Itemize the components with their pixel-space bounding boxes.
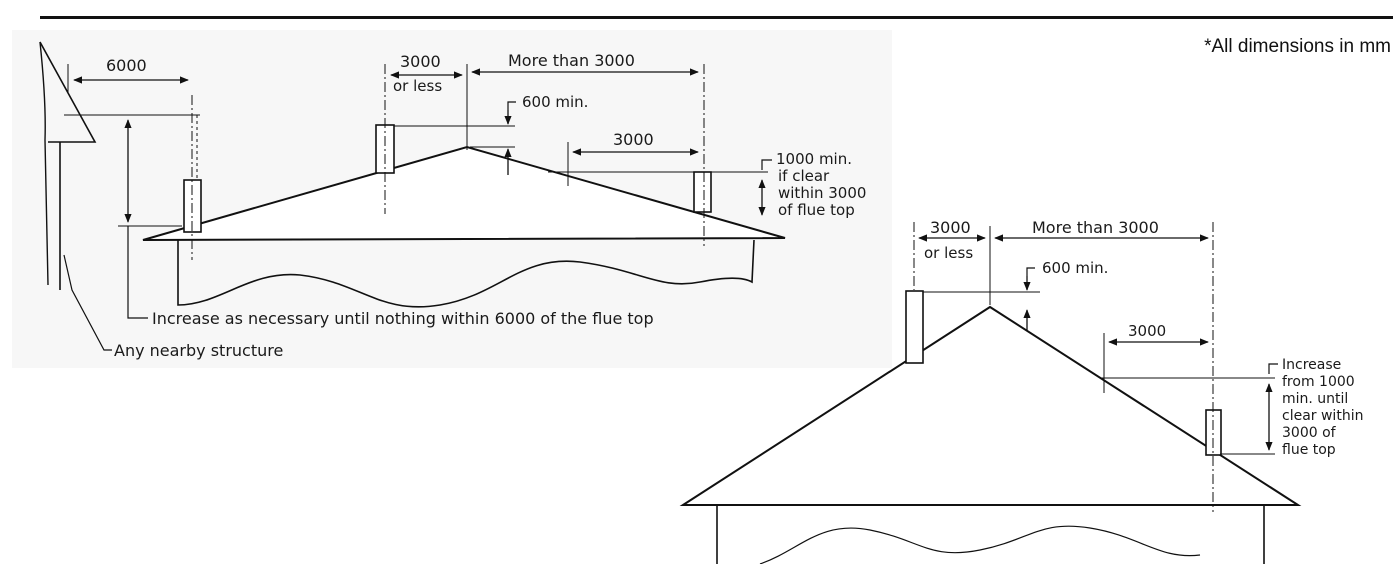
right-dim-600-tag: [1026, 267, 1035, 276]
right-label-more-than-3000: More than 3000: [1032, 218, 1159, 237]
right-label-increase-1: Increase: [1282, 357, 1341, 373]
header-rule: [40, 16, 1393, 19]
right-label-increase-4: clear within: [1282, 408, 1363, 424]
right-building-wave: [759, 525, 1201, 564]
label-6000: 6000: [106, 56, 147, 75]
dim-1000-tag: [761, 159, 772, 170]
right-building-wall: [716, 505, 1265, 564]
label-3000-left: 3000: [400, 52, 441, 71]
left-diagram: [12, 30, 892, 368]
callout-increase-text: Increase as necessary until nothing with…: [152, 309, 654, 328]
right-label-increase-6: flue top: [1282, 442, 1336, 458]
callout-structure-leader: [63, 254, 112, 351]
right-label-increase-3: min. until: [1282, 391, 1348, 407]
nearby-structure-outline: [39, 41, 49, 286]
right-diagram-labels: 3000 or less More than 3000 600 min. 300…: [924, 218, 1363, 458]
right-label-increase-5: 3000 of: [1282, 425, 1337, 441]
right-label-increase-2: from 1000: [1282, 374, 1355, 390]
left-diagram-labels: 6000 3000 or less More than 3000 600 min…: [106, 51, 866, 360]
label-more-than-3000-left: More than 3000: [508, 51, 635, 70]
right-label-3000-right: 3000: [1128, 322, 1166, 340]
right-dim-increase-tag: [1268, 363, 1278, 374]
right-roof: [679, 305, 1302, 506]
label-1000-line-4: of flue top: [778, 201, 855, 219]
dim-600-tag: [507, 101, 516, 110]
right-label-600-min: 600 min.: [1042, 259, 1108, 277]
right-flue-a: [905, 290, 924, 364]
label-1000-line-1: 1000 min.: [776, 150, 852, 168]
callout-increase-leader: [127, 226, 148, 319]
label-1000-line-2: if clear: [778, 167, 830, 185]
left-building-wall: [177, 239, 755, 308]
right-label-3000-left: 3000: [930, 218, 971, 237]
label-1000-line-3: within 3000: [778, 184, 866, 202]
left-flue-c: [693, 171, 712, 213]
right-diagram: [679, 222, 1302, 564]
label-3000-right: 3000: [613, 130, 654, 149]
right-label-or-less: or less: [924, 244, 973, 262]
callout-structure-text: Any nearby structure: [114, 341, 283, 360]
left-roof: [142, 145, 786, 241]
label-600-min-left: 600 min.: [522, 93, 588, 111]
nearby-structure-eave: [39, 41, 97, 290]
label-or-less-left: or less: [393, 77, 442, 95]
dimensions-note: *All dimensions in mm: [1204, 36, 1391, 57]
